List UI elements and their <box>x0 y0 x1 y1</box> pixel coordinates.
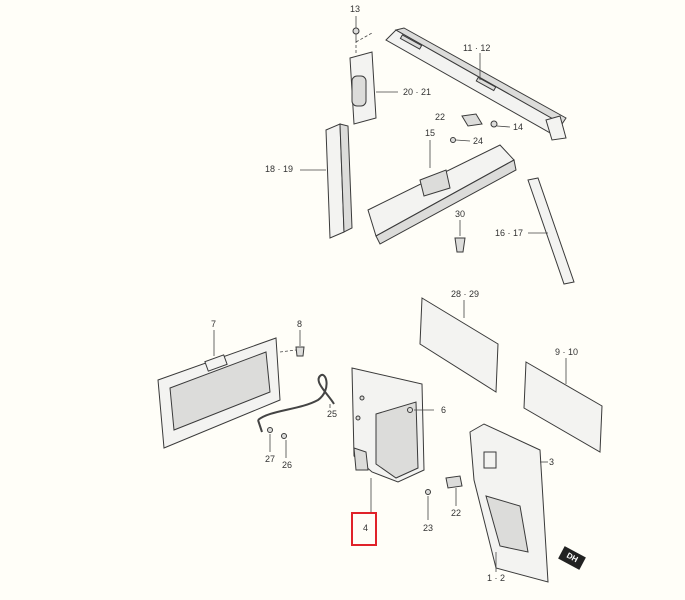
label-30: 30 <box>454 209 467 219</box>
label-24: 24 <box>472 136 485 146</box>
part-14-screw[interactable] <box>490 120 511 128</box>
label-1-2: 1 · 2 <box>486 573 507 583</box>
part-15-panel[interactable] <box>367 140 517 245</box>
label-6: 6 <box>440 405 448 415</box>
label-23: 23 <box>422 523 435 533</box>
part-8-clip[interactable] <box>279 330 305 357</box>
part-13-screw[interactable] <box>352 16 373 55</box>
label-20-21: 20 · 21 <box>402 87 433 97</box>
label-18-19: 18 · 19 <box>264 164 295 174</box>
part-11-12-rail[interactable] <box>385 27 567 141</box>
part-18-19-pillar[interactable] <box>300 123 353 239</box>
label-28-29: 28 · 29 <box>450 289 481 299</box>
part-26-screw[interactable] <box>281 433 287 459</box>
highlight-box <box>351 512 377 546</box>
part-25-cable[interactable] <box>257 373 335 433</box>
label-3: 3 <box>548 457 556 467</box>
label-14: 14 <box>512 122 525 132</box>
part-24-fastener[interactable] <box>450 137 471 143</box>
part-30-fastener[interactable] <box>454 220 466 253</box>
part-28-29-sheet[interactable] <box>419 297 499 393</box>
label-16-17: 16 · 17 <box>494 228 525 238</box>
part-20-21-bracket[interactable] <box>349 51 398 125</box>
part-9-10-sheet[interactable] <box>523 358 603 453</box>
label-27: 27 <box>264 454 277 464</box>
part-27-screw[interactable] <box>267 427 273 453</box>
label-13: 13 <box>349 4 362 14</box>
label-26: 26 <box>281 460 294 470</box>
part-1-2-door-trim[interactable] <box>469 423 549 583</box>
part-16-17-strip[interactable] <box>527 177 575 285</box>
label-7: 7 <box>210 319 218 329</box>
label-11-12: 11 · 12 <box>462 43 492 53</box>
label-22-bottom: 22 <box>450 508 463 518</box>
label-8: 8 <box>296 319 304 329</box>
label-9-10: 9 · 10 <box>554 347 580 357</box>
part-6-clip[interactable] <box>407 407 435 413</box>
part-7-door-panel[interactable] <box>157 330 281 449</box>
label-15: 15 <box>424 128 437 138</box>
part-22-clip-top[interactable] <box>461 113 483 127</box>
part-23-screw[interactable] <box>425 489 431 521</box>
label-22-top: 22 <box>434 112 447 122</box>
label-25: 25 <box>326 409 339 419</box>
label-4: 4 <box>362 523 370 533</box>
part-4-rear-panel[interactable] <box>351 367 425 512</box>
part-22-clip-bottom[interactable] <box>445 475 463 506</box>
